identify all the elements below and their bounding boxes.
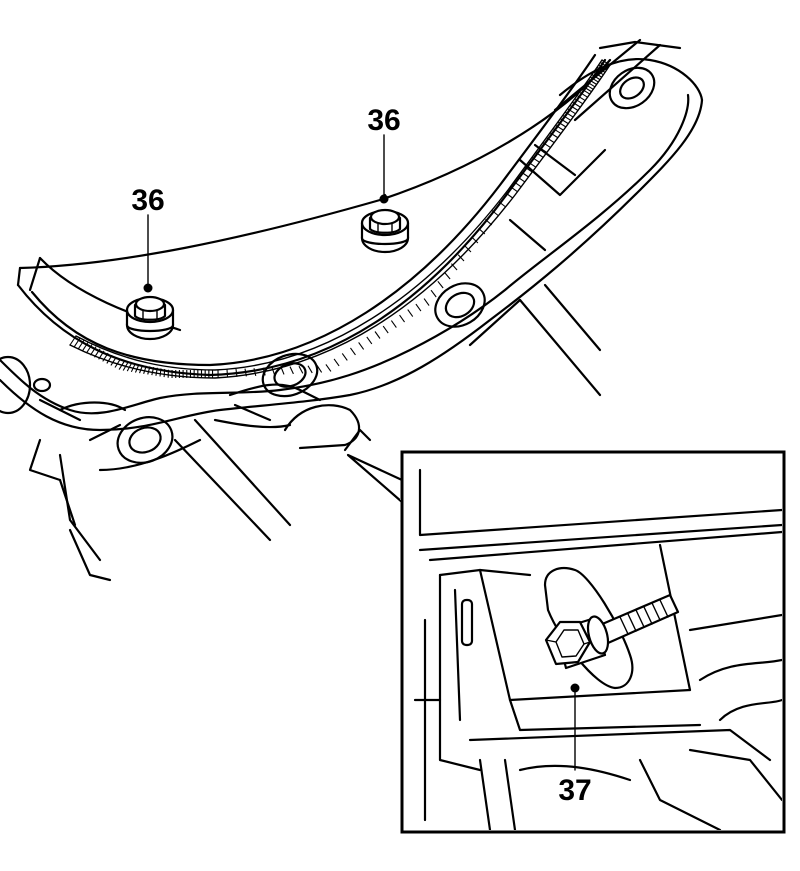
gear-tooth xyxy=(290,367,293,374)
gear-tooth xyxy=(416,304,421,311)
gear-tooth xyxy=(424,299,429,306)
bolt-36-left xyxy=(127,297,173,339)
gear-tooth xyxy=(111,357,116,365)
gear-tooth xyxy=(342,353,347,360)
gear-tooth xyxy=(350,348,355,355)
gear-tooth xyxy=(227,369,228,377)
gear-tooth xyxy=(391,321,396,328)
gear-tooth xyxy=(326,364,331,371)
gear-tooth xyxy=(408,310,413,317)
gear-tooth xyxy=(438,281,443,288)
gear-tooth xyxy=(383,326,388,333)
leader-line-36-right xyxy=(380,135,389,204)
callout-36-left: 36 xyxy=(131,184,164,217)
gear-tooth xyxy=(375,332,380,339)
detail-pointer xyxy=(348,455,402,502)
bolt-36-right xyxy=(362,210,408,252)
gear-tooth xyxy=(431,290,436,297)
gear-tooth xyxy=(367,337,372,344)
gear-tooth xyxy=(334,359,339,366)
callout-37: 37 xyxy=(558,774,591,807)
gear-tooth xyxy=(400,315,405,322)
gear-tooth xyxy=(308,366,312,373)
gear-tooth xyxy=(359,342,364,349)
gear-tooth xyxy=(479,228,485,234)
gear-tooth xyxy=(164,369,165,377)
callout-36-right: 36 xyxy=(367,104,400,137)
gear-tooth xyxy=(299,366,303,373)
gear-tooth xyxy=(445,272,450,279)
detail-inset-box: 37 xyxy=(402,452,784,832)
